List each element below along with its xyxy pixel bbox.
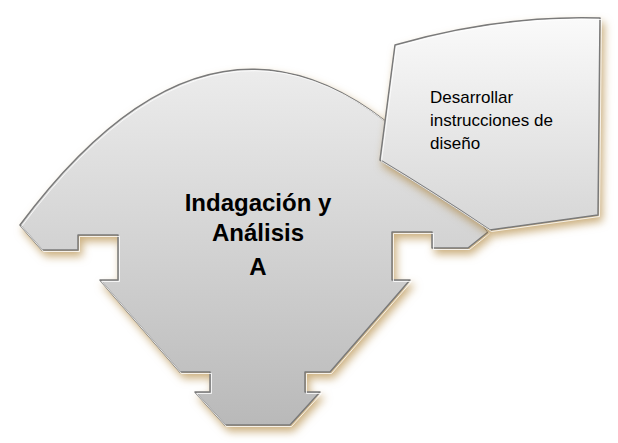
node-title: A xyxy=(228,252,288,282)
node-label: Desarrollar instrucciones de diseño xyxy=(430,87,580,156)
shape-highlight xyxy=(382,19,602,231)
shape-path xyxy=(380,18,600,230)
node-title: Indagación y Análisis xyxy=(173,188,343,248)
instruction-card: Desarrollar instrucciones de diseño xyxy=(380,15,602,233)
